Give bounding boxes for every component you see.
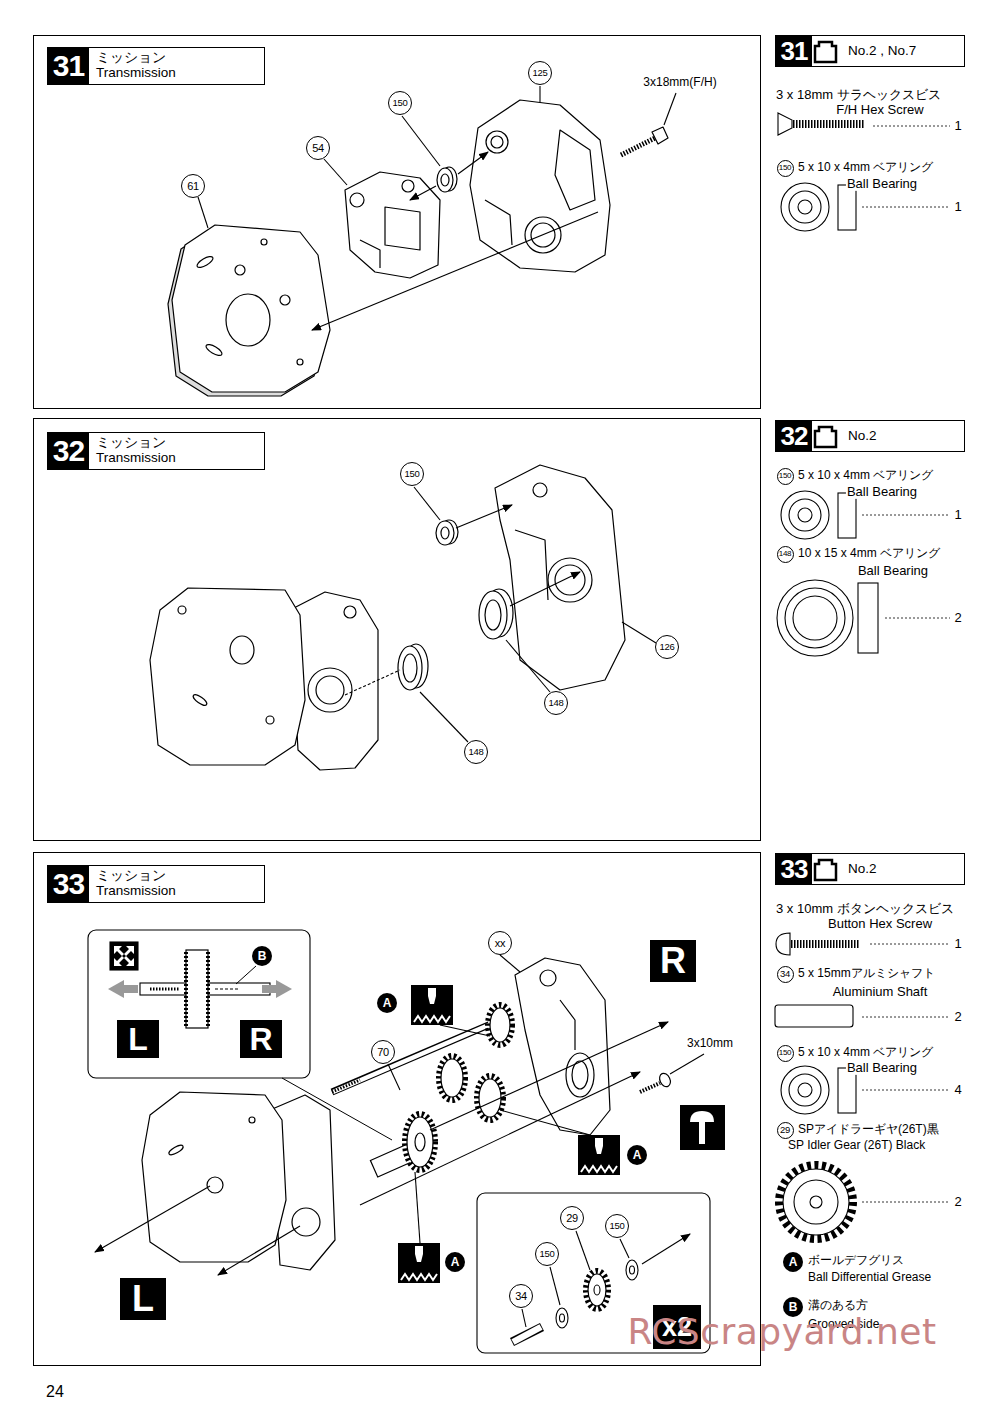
callout-number: 148: [544, 691, 568, 715]
part-note: ボールデフグリス: [807, 1254, 905, 1267]
part-note: 5 x 10 x 4mm ベアリング: [797, 161, 934, 174]
step-title: ミッション Transmission: [96, 51, 208, 81]
part-note: SPアイドラーギヤ(26T)黒: [797, 1123, 940, 1136]
part-note: Button Hex Screw: [827, 917, 933, 931]
step-header: 32ミッション Transmission: [47, 432, 265, 470]
step-header: 31ミッション Transmission: [47, 47, 265, 85]
part-note: Ball Differential Grease: [807, 1271, 932, 1284]
step-title: No.2: [848, 429, 877, 444]
callout-number: 126: [655, 635, 679, 659]
callout-number: 148: [464, 740, 488, 764]
part-note: F/H Hex Screw: [835, 103, 924, 117]
side-letter: R: [650, 940, 696, 982]
callout-number: xx: [488, 931, 512, 955]
step-title: ミッション Transmission: [96, 869, 208, 899]
part-note: 24: [45, 1383, 65, 1401]
side-marker: R: [240, 1020, 282, 1058]
part-note: 10 x 15 x 4mm ベアリング: [797, 547, 941, 560]
parts-header: 32 No.2: [775, 420, 965, 452]
step-number: 31: [776, 36, 812, 66]
part-note: 1: [953, 200, 962, 214]
callout-number: 148: [777, 546, 794, 563]
callout-number: 34: [777, 966, 794, 983]
step-title: No.2: [848, 862, 877, 877]
part-note: 5 x 10 x 4mm ベアリング: [797, 1046, 934, 1059]
callout-number: 150: [388, 91, 412, 115]
callout-number: 61: [181, 174, 205, 198]
part-note: 2: [953, 611, 962, 625]
step-header: 33ミッション Transmission: [47, 865, 265, 903]
symbol-letter: A: [627, 1145, 647, 1165]
part-note: 1: [953, 508, 962, 522]
callout-number: 70: [371, 1040, 395, 1064]
callout-number: 29: [560, 1206, 584, 1230]
step-number: 33: [48, 866, 89, 902]
callout-number: 150: [777, 160, 794, 177]
part-note: 1: [953, 937, 962, 951]
part-note: 1: [953, 119, 962, 133]
side-marker: L: [117, 1020, 159, 1058]
side-letter: R: [240, 1020, 282, 1058]
callout-number: 125: [528, 61, 552, 85]
callout-number: 150: [777, 468, 794, 485]
side-marker: L: [120, 1278, 166, 1320]
step-number: 31: [48, 48, 89, 84]
part-note: 2: [953, 1195, 962, 1209]
part-note: 5 x 15mmアルミシャフト: [797, 967, 936, 980]
callout-number: 150: [535, 1242, 559, 1266]
parts-header: 31 No.2 , No.7: [775, 35, 965, 67]
callout-number: 150: [605, 1214, 629, 1238]
callout-number: 150: [777, 1045, 794, 1062]
part-note: 3 x 18mm サラヘックスビス: [775, 88, 942, 102]
step-number: 32: [776, 421, 812, 451]
step-title: ミッション Transmission: [96, 436, 208, 466]
callout-number: 150: [400, 462, 424, 486]
part-note: 2: [953, 1010, 962, 1024]
part-note: Ball Bearing: [846, 1061, 918, 1075]
part-note: Ball Bearing: [846, 177, 918, 191]
part-note: 溝のある方: [807, 1299, 869, 1312]
symbol-letter: A: [783, 1252, 803, 1272]
side-letter: L: [120, 1278, 166, 1320]
symbol-letter: B: [252, 946, 272, 966]
step-number: 32: [48, 433, 89, 469]
part-note: Ball Bearing: [857, 564, 929, 578]
parts-header: 33 No.2: [775, 853, 965, 885]
step-title: No.2 , No.7: [848, 44, 916, 59]
watermark: RCScrapyard.net: [627, 1312, 936, 1352]
part-note: 5 x 10 x 4mm ベアリング: [797, 469, 934, 482]
part-note: 3 x 10mm ボタンヘックスビス: [775, 902, 955, 916]
part-note: SP Idler Gear (26T) Black: [787, 1139, 926, 1152]
callout-number: 54: [306, 136, 330, 160]
part-note: 3x18mm(F/H): [642, 76, 717, 89]
side-letter: L: [117, 1020, 159, 1058]
side-marker: R: [650, 940, 696, 982]
part-note: 3x10mm: [686, 1037, 734, 1050]
step-number: 33: [776, 854, 812, 884]
symbol-letter: A: [377, 993, 397, 1013]
callout-number: 34: [509, 1284, 533, 1308]
callout-number: 29: [777, 1122, 794, 1139]
part-note: 4: [953, 1083, 962, 1097]
part-note: Ball Bearing: [846, 485, 918, 499]
part-note: Aluminium Shaft: [832, 985, 929, 999]
symbol-letter: A: [445, 1252, 465, 1272]
